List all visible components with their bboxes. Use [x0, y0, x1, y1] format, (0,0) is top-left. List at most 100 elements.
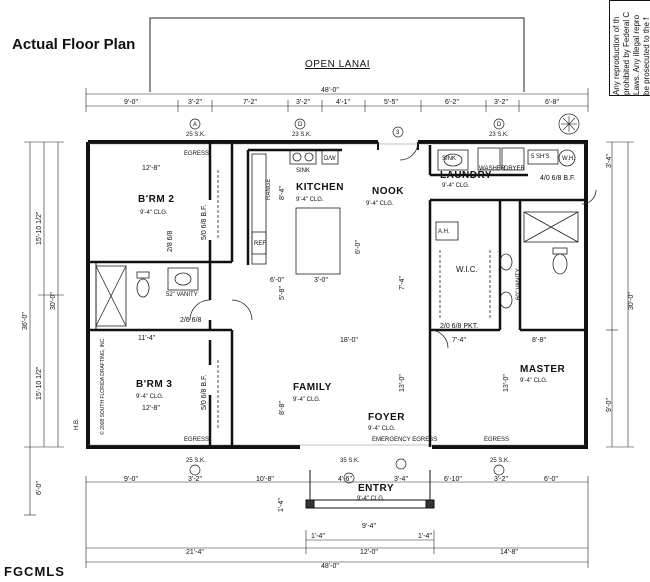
window-markers-bottom — [189, 458, 505, 484]
dim-label: 12'-8" — [142, 405, 160, 412]
dim-label: 15'-10 1/2" — [36, 211, 43, 245]
vanity-label: 60" VANITY — [516, 268, 522, 300]
notice-line: Laws. Any illegal repro — [632, 14, 641, 95]
dim-label: 3'-2" — [494, 99, 508, 106]
room-kitchen-clg: 9'-4" CLG. — [296, 197, 324, 203]
dim-label: 1'-4" — [278, 498, 285, 512]
dim-label: 6'-10" — [444, 476, 462, 483]
room-family: FAMILY — [293, 382, 332, 393]
dim-label: 5'-5" — [384, 99, 398, 106]
room-entry-clg: 9'-4" CLG. — [357, 496, 385, 502]
fixtures — [95, 141, 597, 430]
room-kitchen: KITCHEN — [296, 182, 344, 193]
left-dimensions — [24, 141, 64, 516]
emergency-egress-label: EMERGENCY EGRESS — [372, 437, 437, 443]
dim-label: 8'-8" — [279, 401, 286, 415]
range-label: RANGE — [266, 179, 272, 200]
dim-label: 18'-0" — [340, 337, 358, 344]
dim-label: 1'-4" — [311, 533, 325, 540]
notice-line: be prosecuted to the f — [642, 18, 650, 95]
dim-label: 8'-8" — [532, 337, 546, 344]
window-markers-top — [189, 113, 580, 138]
sink-label: SINK — [296, 168, 310, 174]
dim-label: 7'-4" — [452, 337, 466, 344]
dim-label: 3'-4" — [606, 154, 613, 168]
dim-label: 2/0 6/8 PKT. — [440, 323, 478, 330]
dim-label: 3'-4" — [394, 476, 408, 483]
room-nook: NOOK — [372, 186, 404, 197]
dim-label: 2/6 6/8 — [180, 317, 202, 324]
dryer-label: DRYER — [504, 166, 526, 172]
notice-line: Any reproduction of th — [612, 16, 621, 95]
dim-label: 6'-2" — [445, 99, 459, 106]
egress-label: EGRESS — [184, 151, 209, 157]
dim-label: 6'-8" — [545, 99, 559, 106]
room-br3: B'RM 3 — [136, 379, 173, 390]
bottom-dimensions — [85, 476, 589, 568]
room-br2: B'RM 2 — [138, 194, 175, 205]
room-foyer-clg: 9'-4" CLG. — [368, 426, 396, 432]
room-br2-clg: 9'-4" CLG. — [140, 210, 168, 216]
dim-label: 4'-6" — [338, 476, 352, 483]
window-size: 25 S.K. — [186, 132, 206, 138]
bottom-dim-row3: 21'-4" 12'-0" 14'-8" — [186, 549, 518, 556]
dim-label: 6'-0" — [544, 476, 558, 483]
dim-label: 8'-4" — [279, 186, 286, 200]
window-size: 25 S.K. — [186, 458, 206, 464]
dim-label: 13'-0" — [399, 374, 406, 392]
plan-title: Actual Floor Plan — [12, 36, 135, 53]
hose-bib-label: H.B. — [74, 418, 80, 430]
room-master-clg: 9'-4" CLG. — [520, 378, 548, 384]
dim-label: 5/0 6/8 B.F. — [201, 205, 208, 240]
room-labels: B'RM 2 9'-4" CLG. B'RM 3 9'-4" CLG. KITC… — [136, 170, 565, 502]
room-wic: W.I.C. — [456, 265, 478, 274]
copyright-label: © 2008 SOUTH FLORIDA DRAFTING, INC. — [99, 337, 106, 435]
egress-label: EGRESS — [484, 437, 509, 443]
dim-label: 10'-8" — [256, 476, 274, 483]
dishwasher-label: D/W — [324, 156, 336, 162]
wall-hatching — [88, 143, 586, 446]
dim-label: 5/0 6/8 B.F. — [201, 375, 208, 410]
dim-label: 3'-2" — [296, 99, 310, 106]
room-nook-clg: 9'-4" CLG. — [366, 201, 394, 207]
window-tag: D — [298, 122, 303, 128]
room-foyer: FOYER — [368, 412, 405, 423]
bottom-overall-dim: 48'-0" — [321, 563, 339, 570]
dim-label: 7'-4" — [399, 276, 406, 290]
top-dimensions — [85, 88, 589, 112]
room-family-clg: 9'-4" CLG. — [293, 397, 321, 403]
dim-label: 9'-0" — [124, 99, 138, 106]
dim-label: 3'-2" — [494, 476, 508, 483]
door-tag: 3 — [396, 130, 400, 136]
dim-label: 4'-1" — [336, 99, 350, 106]
dim-label: 6'-0" — [36, 481, 43, 495]
dim-label: 9'-0" — [124, 476, 138, 483]
dim-label: 7'-2" — [243, 99, 257, 106]
dim-label: 9'-4" — [362, 523, 376, 530]
window-size: 23 S.K. — [292, 132, 312, 138]
dim-label: 11'-4" — [138, 335, 156, 342]
dim-label: 30'-0" — [628, 292, 635, 310]
sink-label: SINK — [442, 156, 456, 162]
dim-label: 15'-10 1/2" — [36, 366, 43, 400]
dim-label: 30'-0" — [50, 292, 57, 310]
dim-label: 13'-0" — [503, 374, 510, 392]
dim-label: 5'-8" — [279, 286, 286, 300]
left-overall-dim: 36'-0" — [22, 312, 29, 330]
bottom-dim-row1: 9'-0" 3'-2" 10'-8" 4'-6" 3'-4" 6'-10" 3'… — [124, 476, 558, 483]
fixture-labels: EGRESS EGRESS EGRESS EMERGENCY EGRESS 52… — [74, 151, 575, 443]
top-dim-row: 9'-0" 3'-2" 7'-2" 3'-2" 4'-1" 5'-5" 6'-2… — [124, 99, 559, 106]
water-heater-label: W.H. — [562, 156, 575, 162]
window-size: 23 S.K. — [489, 132, 509, 138]
vanity-label: 52" VANITY — [166, 292, 198, 298]
notice-line: prohibited by Federal C — [622, 11, 631, 95]
entry-porch — [305, 470, 435, 509]
window-size: 25 S.K. — [490, 458, 510, 464]
dim-label: 12'-0" — [360, 549, 378, 556]
window-size: 35 S.K. — [340, 458, 360, 464]
open-lanai-label: OPEN LANAI — [305, 59, 370, 70]
dim-label: 1'-4" — [418, 533, 432, 540]
egress-label: EGRESS — [184, 437, 209, 443]
open-lanai — [149, 17, 525, 92]
